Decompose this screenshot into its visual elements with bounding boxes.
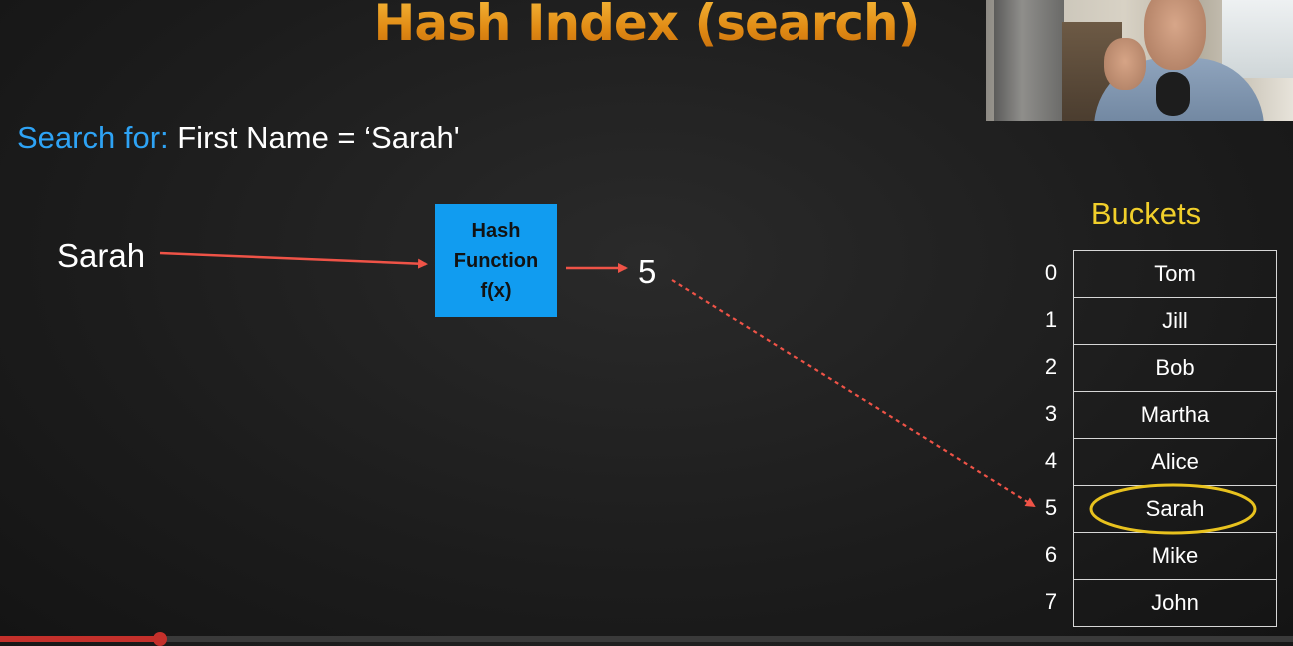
hash-function-line-1: Hash — [471, 219, 521, 242]
hash-function-line-3: f(x) — [480, 279, 512, 302]
bucket-index-6: 6 — [1044, 542, 1058, 567]
buckets-title: Buckets — [1090, 196, 1202, 231]
arrow-input-to-hash — [159, 251, 428, 269]
presenter-head — [1144, 0, 1206, 70]
bucket-index-2: 2 — [1044, 354, 1058, 379]
arrow-output-to-bucket — [671, 279, 1036, 508]
bucket-row-6: Mike — [1074, 533, 1276, 580]
bucket-row-3: Martha — [1074, 392, 1276, 439]
bucket-row-2: Bob — [1074, 345, 1276, 392]
video-progress-fill — [0, 636, 161, 642]
search-condition: First Name = ‘Sarah' — [177, 120, 460, 155]
bucket-name: Bob — [1155, 355, 1195, 380]
video-progress-knob[interactable] — [153, 632, 168, 646]
bucket-row-7: John — [1074, 580, 1276, 626]
highlight-ellipse — [1089, 483, 1257, 535]
input-value: Sarah — [57, 237, 146, 274]
webcam-video — [986, 0, 1293, 121]
presenter-hand — [1104, 38, 1146, 90]
video-progress-bar[interactable] — [0, 632, 1293, 646]
bucket-name: Sarah — [1145, 496, 1205, 521]
bucket-index-1: 1 — [1044, 307, 1058, 332]
webcam-window — [1222, 0, 1293, 78]
hash-output: 5 — [638, 253, 657, 290]
bucket-row-0: Tom — [1074, 251, 1276, 298]
bucket-name: Martha — [1140, 402, 1210, 427]
search-query: Search for: First Name = ‘Sarah' — [17, 118, 460, 158]
hash-function-line-2: Function — [453, 249, 539, 272]
webcam-fridge — [994, 0, 1064, 121]
bucket-name: Mike — [1151, 543, 1199, 568]
bucket-name: Alice — [1151, 449, 1199, 474]
hash-function-box: Hash Function f(x) — [435, 204, 557, 317]
slide-title: Hash Index (search) — [0, 0, 1293, 52]
bucket-index-4: 4 — [1044, 448, 1058, 473]
bucket-name: John — [1151, 590, 1199, 615]
microphone-icon — [1156, 72, 1190, 116]
bucket-name: Tom — [1154, 261, 1196, 286]
bucket-row-1: Jill — [1074, 298, 1276, 345]
bucket-name: Jill — [1162, 308, 1188, 333]
bucket-index-5: 5 — [1044, 495, 1058, 520]
search-label: Search for: — [17, 120, 169, 155]
bucket-index-3: 3 — [1044, 401, 1058, 426]
bucket-index-7: 7 — [1044, 589, 1058, 614]
bucket-index-0: 0 — [1044, 260, 1058, 285]
